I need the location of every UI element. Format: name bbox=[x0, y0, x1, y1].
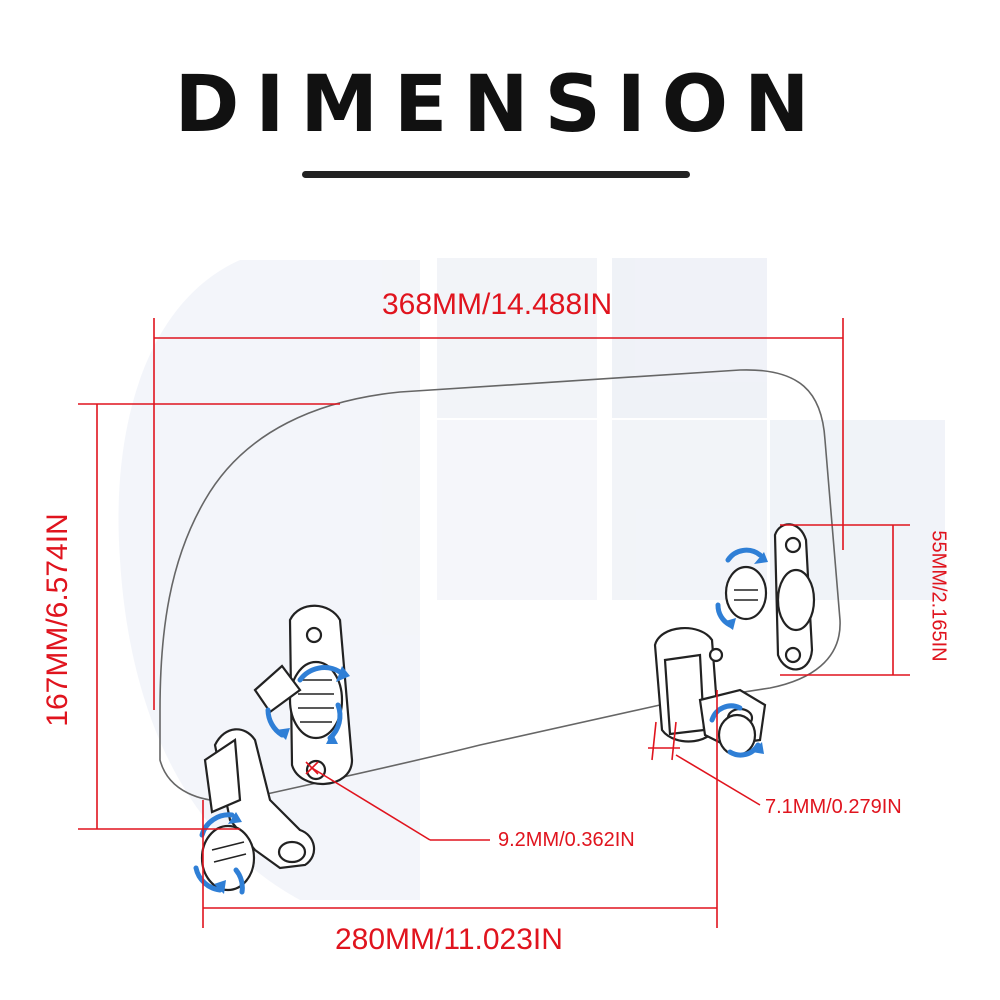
left-mount-bracket bbox=[200, 604, 354, 892]
slot-width-label: 7.1MM/0.279IN bbox=[765, 796, 902, 818]
arrow-heads bbox=[214, 552, 768, 894]
bolt-hole-label: 9.2MM/0.362IN bbox=[498, 829, 635, 851]
overall-width-label: 368MM/14.488IN bbox=[382, 288, 613, 321]
title-underline bbox=[302, 171, 690, 178]
page-title: DIMENSION bbox=[174, 60, 826, 150]
background-watermark bbox=[118, 258, 945, 900]
dimension-lines bbox=[78, 318, 910, 928]
mount-span-label: 280MM/11.023IN bbox=[335, 923, 563, 956]
